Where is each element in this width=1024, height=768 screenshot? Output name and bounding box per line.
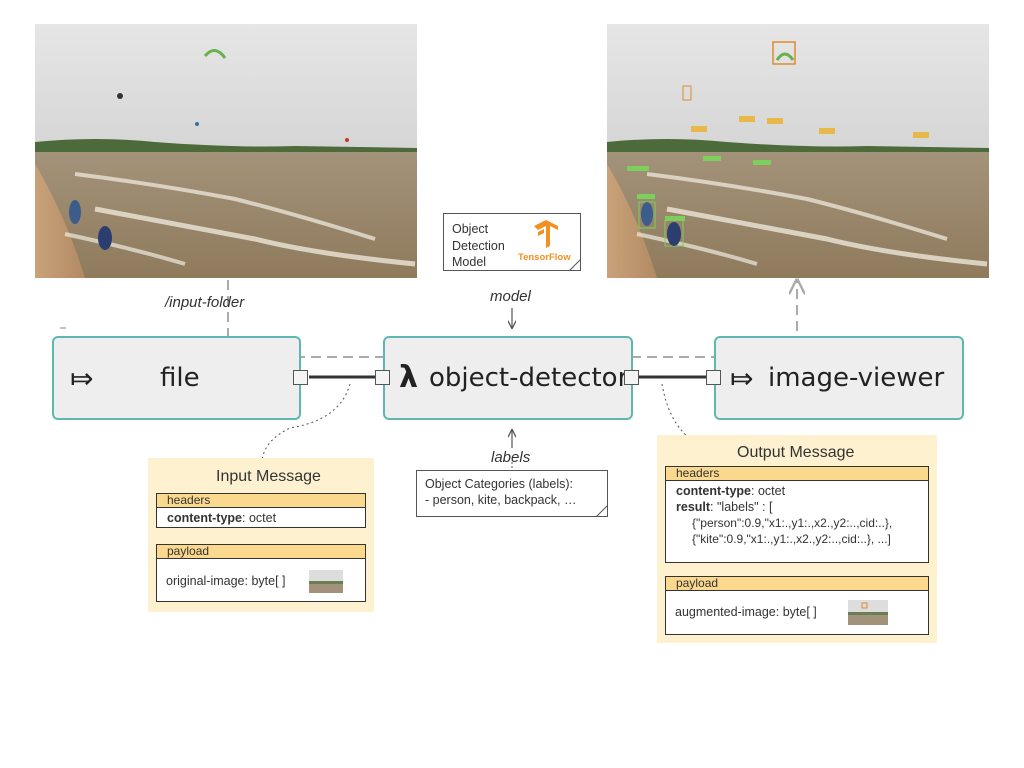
image-viewer-icon: ⤇ [730, 362, 754, 395]
object-detector-node[interactable]: λ object-detector [383, 336, 633, 420]
output-result-line-2: {"person":0.9,"x1:.,y1:.,x2.,y2:..,cid:.… [692, 516, 893, 530]
detector-input-port[interactable] [375, 370, 390, 385]
file-node-label: file [160, 363, 200, 393]
output-payload-text: augmented-image: byte[ ] [675, 605, 817, 619]
output-result-key: result [676, 500, 711, 514]
categories-note-line-2: - person, kite, backpack, … [425, 493, 577, 507]
labels-label: labels [491, 449, 531, 466]
output-headers-body: content-type: octet result: "labels" : [… [665, 481, 929, 563]
output-message-panel: Output Message headers content-type: oct… [657, 435, 937, 643]
model-note-text-1: Object [452, 222, 489, 236]
original-image-thumbnail [309, 570, 343, 593]
categories-note-line-1: Object Categories (labels): [425, 477, 573, 491]
output-headers-label: headers [665, 466, 929, 481]
model-note-text-2: Detection [452, 239, 505, 253]
model-note-text-3: Model [452, 255, 487, 269]
image-viewer-label: image-viewer [768, 363, 945, 393]
tensorflow-logo-text: TensorFlow [518, 252, 571, 263]
output-message-title: Output Message [737, 444, 855, 461]
detector-output-port[interactable] [624, 370, 639, 385]
input-payload-label: payload [156, 544, 366, 559]
output-payload-label: payload [665, 576, 929, 591]
output-result-line-3: {"kite":0.9,"x1:.,y1:.,x2.,y2:..,cid:..}… [692, 532, 891, 546]
output-header-value: : octet [751, 484, 786, 498]
input-headers-label: headers [156, 493, 366, 508]
tensorflow-logo-icon [534, 220, 558, 248]
object-detector-label: object-detector [429, 363, 629, 393]
input-headers-body: content-type: octet [156, 508, 366, 528]
input-payload-text: original-image: byte[ ] [166, 574, 286, 588]
input-message-panel: Input Message headers content-type: octe… [148, 458, 374, 612]
output-header-key: content-type [676, 484, 751, 498]
input-folder-label: /input-folder [165, 294, 245, 311]
output-photo [607, 24, 989, 278]
note-fold-icon [596, 505, 608, 517]
output-payload-body: augmented-image: byte[ ] [665, 591, 929, 635]
input-message-title: Input Message [216, 468, 321, 485]
input-photo [35, 24, 417, 278]
input-header-key: content-type [167, 511, 242, 525]
augmented-image-thumbnail [848, 600, 888, 625]
categories-note: Object Categories (labels): - person, ki… [416, 470, 608, 517]
lambda-icon: λ [399, 360, 418, 395]
file-node[interactable]: ⤇ file [52, 336, 301, 420]
model-note: Object Detection Model TensorFlow [443, 213, 581, 271]
model-label: model [490, 288, 531, 305]
image-viewer-node[interactable]: ⤇ image-viewer [714, 336, 964, 420]
file-node-icon: ⤇ [70, 362, 94, 395]
viewer-input-port[interactable] [706, 370, 721, 385]
output-result-value: : "labels" : [ [710, 500, 773, 514]
input-header-value: : octet [242, 511, 277, 525]
note-fold-icon [569, 259, 581, 271]
input-payload-body: original-image: byte[ ] [156, 559, 366, 602]
file-output-port[interactable] [293, 370, 308, 385]
